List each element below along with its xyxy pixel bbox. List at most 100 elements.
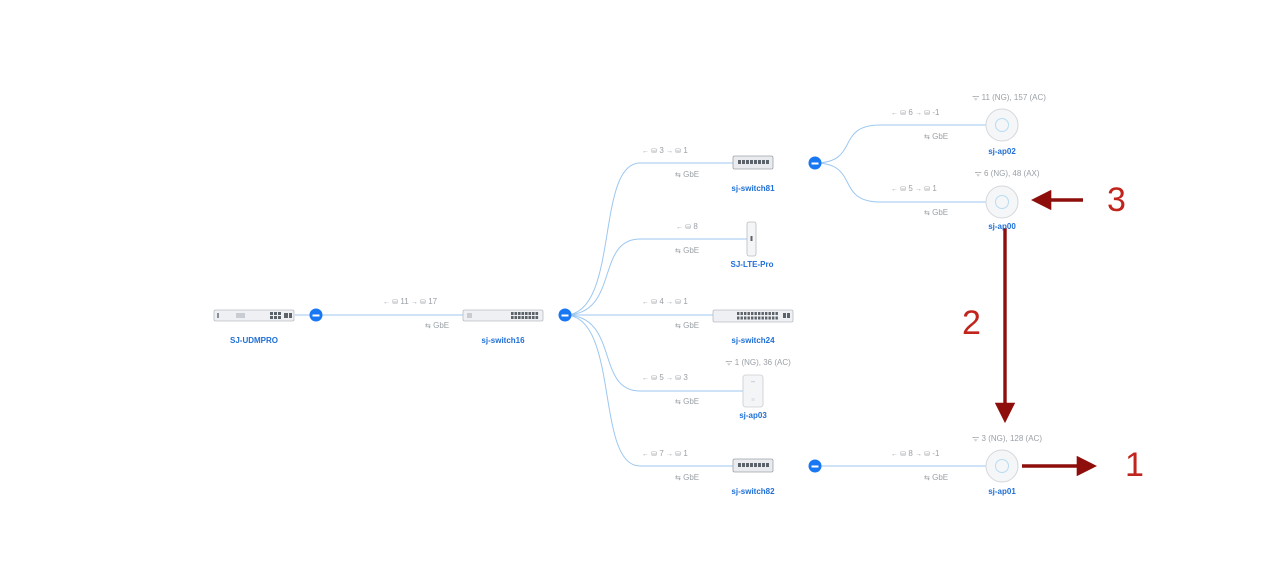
- device-label-lte[interactable]: SJ-LTE-Pro: [730, 260, 774, 269]
- radio-info-ap01: ᯤ 3 (NG), 128 (AC): [972, 433, 1042, 444]
- annotation-arrows: [994, 189, 1098, 477]
- port-icon: ⛁: [420, 299, 426, 306]
- link-speed-icon: ⇆: [675, 475, 681, 482]
- radio-info-ap00: ᯤ 6 (NG), 48 (AX): [974, 168, 1039, 179]
- uplink-value: -1: [932, 108, 940, 117]
- port-icon: ⛁: [651, 148, 658, 155]
- port-icon: ⛁: [900, 110, 907, 117]
- link-speed-icon: ⇆: [924, 134, 930, 141]
- ap00-device-icon[interactable]: [985, 185, 1019, 219]
- device-label-ap00[interactable]: sj-ap00: [988, 222, 1016, 231]
- link-speed-ap00: ⇆ GbE: [924, 208, 949, 217]
- download-arrow-icon: ←: [642, 375, 649, 382]
- upload-arrow-icon: →: [915, 451, 923, 458]
- device-label-switch82[interactable]: sj-switch82: [731, 487, 775, 496]
- ap02-device-icon[interactable]: [985, 108, 1019, 142]
- download-arrow-icon: ←: [676, 224, 683, 231]
- collapse-udmpro-toggle[interactable]: [309, 308, 323, 322]
- link-speed-switch82: ⇆ GbE: [675, 473, 700, 482]
- link-stats-switch24: ← ⛁ 4 → ⛁ 1: [642, 297, 688, 306]
- device-label-ap03[interactable]: sj-ap03: [739, 411, 767, 420]
- port-icon: ⛁: [675, 375, 682, 382]
- downlink-value: 5: [908, 184, 913, 193]
- port-icon: ⛁: [651, 299, 658, 306]
- uplink-value: 3: [683, 373, 688, 382]
- uplink-value: -1: [932, 449, 940, 458]
- switch24-device-icon[interactable]: [712, 309, 794, 323]
- ap01-device-icon[interactable]: [985, 449, 1019, 483]
- upload-arrow-icon: →: [666, 299, 674, 306]
- port-icon: ⛁: [924, 451, 931, 458]
- link-speed-icon: ⇆: [924, 210, 930, 217]
- upload-arrow-icon: →: [410, 299, 418, 306]
- collapse-switch81-toggle[interactable]: [808, 156, 822, 170]
- ap03-device-icon[interactable]: [742, 374, 764, 408]
- switch82-device-icon[interactable]: [732, 458, 774, 473]
- link-switch81-ap02: [814, 124, 986, 164]
- download-arrow-icon: ←: [891, 186, 898, 193]
- link-speed-ap02: ⇆ GbE: [924, 132, 949, 141]
- upload-arrow-icon: →: [666, 148, 674, 155]
- wifi-antenna-icon: ᯤ: [971, 434, 980, 443]
- device-label-udmpro[interactable]: SJ-UDMPRO: [229, 336, 279, 345]
- link-switch81-ap00: [814, 162, 986, 203]
- download-arrow-icon: ←: [383, 299, 390, 306]
- download-arrow-icon: ←: [891, 110, 898, 117]
- uplink-value: 17: [428, 297, 438, 306]
- wireless-client-icon: ⛁: [651, 451, 658, 458]
- link-stats-switch81: ← ⛁ 3 → ⛁ 1: [642, 146, 688, 155]
- downlink-value: 8: [693, 222, 698, 231]
- upload-arrow-icon: →: [915, 110, 923, 117]
- link-stats-switch82: ← ⛁ 7 → ⛁ 1: [642, 449, 688, 458]
- link-speed-lte: ⇆ GbE: [675, 246, 700, 255]
- port-icon: ⛁: [924, 110, 931, 117]
- link-speed-switch24: ⇆ GbE: [675, 321, 700, 330]
- link-stats-ap02: ← ⛁ 6 → ⛁ -1: [891, 108, 940, 117]
- collapse-switch82-toggle[interactable]: [808, 459, 822, 473]
- device-label-ap02[interactable]: sj-ap02: [988, 147, 1016, 156]
- collapse-switch16-toggle[interactable]: [558, 308, 572, 322]
- switch81-device-icon[interactable]: [732, 155, 774, 170]
- wifi-antenna-icon: ᯤ: [974, 169, 982, 178]
- uplink-value: 1: [683, 449, 688, 458]
- link-switch16-ap03: [564, 314, 743, 392]
- lte-device-icon[interactable]: [746, 221, 757, 257]
- uplink-value: 1: [683, 297, 688, 306]
- download-arrow-icon: ←: [891, 451, 898, 458]
- radio-channels-ap01: 3 (NG), 128 (AC): [981, 434, 1043, 443]
- downlink-value: 8: [908, 449, 913, 458]
- link-switch16-switch81: [564, 162, 735, 316]
- download-arrow-icon: ←: [642, 451, 649, 458]
- radio-info-ap03: ᯤ 1 (NG), 36 (AC): [725, 357, 791, 368]
- port-icon: ⛁: [675, 148, 682, 155]
- link-speed-icon: ⇆: [675, 248, 681, 255]
- device-label-switch81[interactable]: sj-switch81: [731, 184, 775, 193]
- link-stats-lte: ← ⛁ 8: [676, 222, 698, 231]
- device-label-ap01[interactable]: sj-ap01: [988, 487, 1016, 496]
- downlink-value: 11: [400, 297, 409, 306]
- link-stats-ap01: ← ⛁ 8 → ⛁ -1: [891, 449, 940, 458]
- download-arrow-icon: ←: [642, 299, 649, 306]
- link-speed-ap01: ⇆ GbE: [924, 473, 949, 482]
- uplink-value: 1: [683, 146, 688, 155]
- link-speed-icon: ⇆: [675, 172, 681, 179]
- downlink-value: 7: [659, 449, 664, 458]
- annotation-number-1: 1: [1125, 446, 1144, 484]
- switch16-device-icon[interactable]: [462, 309, 544, 322]
- link-speed-icon: ⇆: [425, 323, 431, 330]
- udmpro-device-icon[interactable]: [213, 309, 295, 322]
- downlink-value: 3: [659, 146, 664, 155]
- upload-arrow-icon: →: [666, 451, 674, 458]
- wifi-antenna-icon: ᯤ: [972, 93, 980, 102]
- port-icon: ⛁: [392, 299, 399, 306]
- link-speed-switch81: ⇆ GbE: [675, 170, 700, 179]
- link-switch16-lte: [564, 238, 747, 316]
- device-label-switch24[interactable]: sj-switch24: [731, 336, 775, 345]
- device-label-switch16[interactable]: sj-switch16: [481, 336, 525, 345]
- link-stats-ap03: ← ⛁ 5 → ⛁ 3: [642, 373, 688, 382]
- port-icon: ⛁: [675, 299, 682, 306]
- radio-channels-ap00: 6 (NG), 48 (AX): [983, 169, 1040, 178]
- topology-links: [295, 124, 986, 467]
- link-speed-icon: ⇆: [675, 399, 681, 406]
